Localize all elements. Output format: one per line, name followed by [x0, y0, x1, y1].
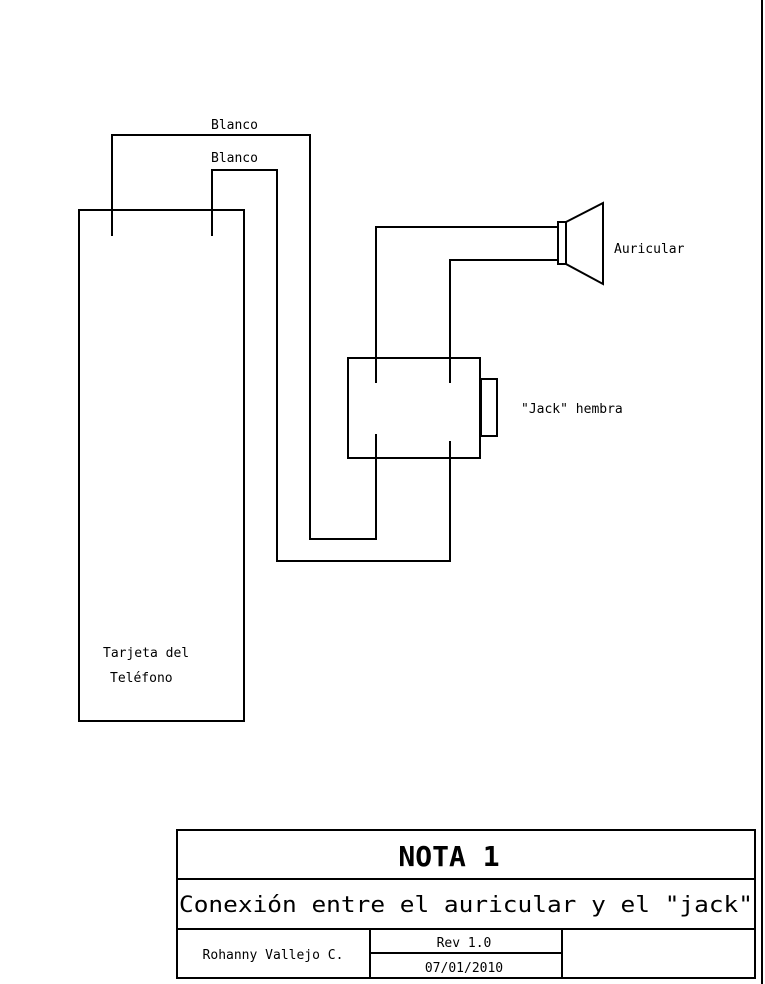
wire-blanco-1 — [111, 134, 377, 540]
revision-label: Rev 1.0 — [437, 936, 492, 951]
speaker-cone — [565, 201, 604, 286]
title-block-frame — [176, 829, 756, 979]
phone-board-outline — [78, 209, 245, 722]
note-description: Conexión entre el auricular y el "jack" — [179, 893, 753, 918]
revision-date: 07/01/2010 — [425, 961, 503, 976]
board-label-line2: Teléfono — [110, 671, 173, 686]
title-block: NOTA 1 Conexión entre el auricular y el … — [176, 829, 756, 979]
wire-label-top: Blanco — [211, 118, 258, 133]
speaker-magnet — [557, 221, 567, 265]
wire-jack-speaker-2 — [449, 259, 558, 383]
board-label-line1: Tarjeta del — [103, 646, 189, 661]
wire-blanco-2 — [211, 169, 451, 562]
note-title: NOTA 1 — [398, 840, 499, 873]
jack-plug-tab — [480, 378, 498, 437]
wire-label-second: Blanco — [211, 151, 258, 166]
speaker-label: Auricular — [614, 242, 685, 257]
wire-jack-speaker-1 — [375, 226, 558, 383]
jack-label: "Jack" hembra — [521, 402, 623, 417]
author-name: Rohanny Vallejo C. — [203, 948, 344, 963]
jack-body — [347, 357, 481, 459]
